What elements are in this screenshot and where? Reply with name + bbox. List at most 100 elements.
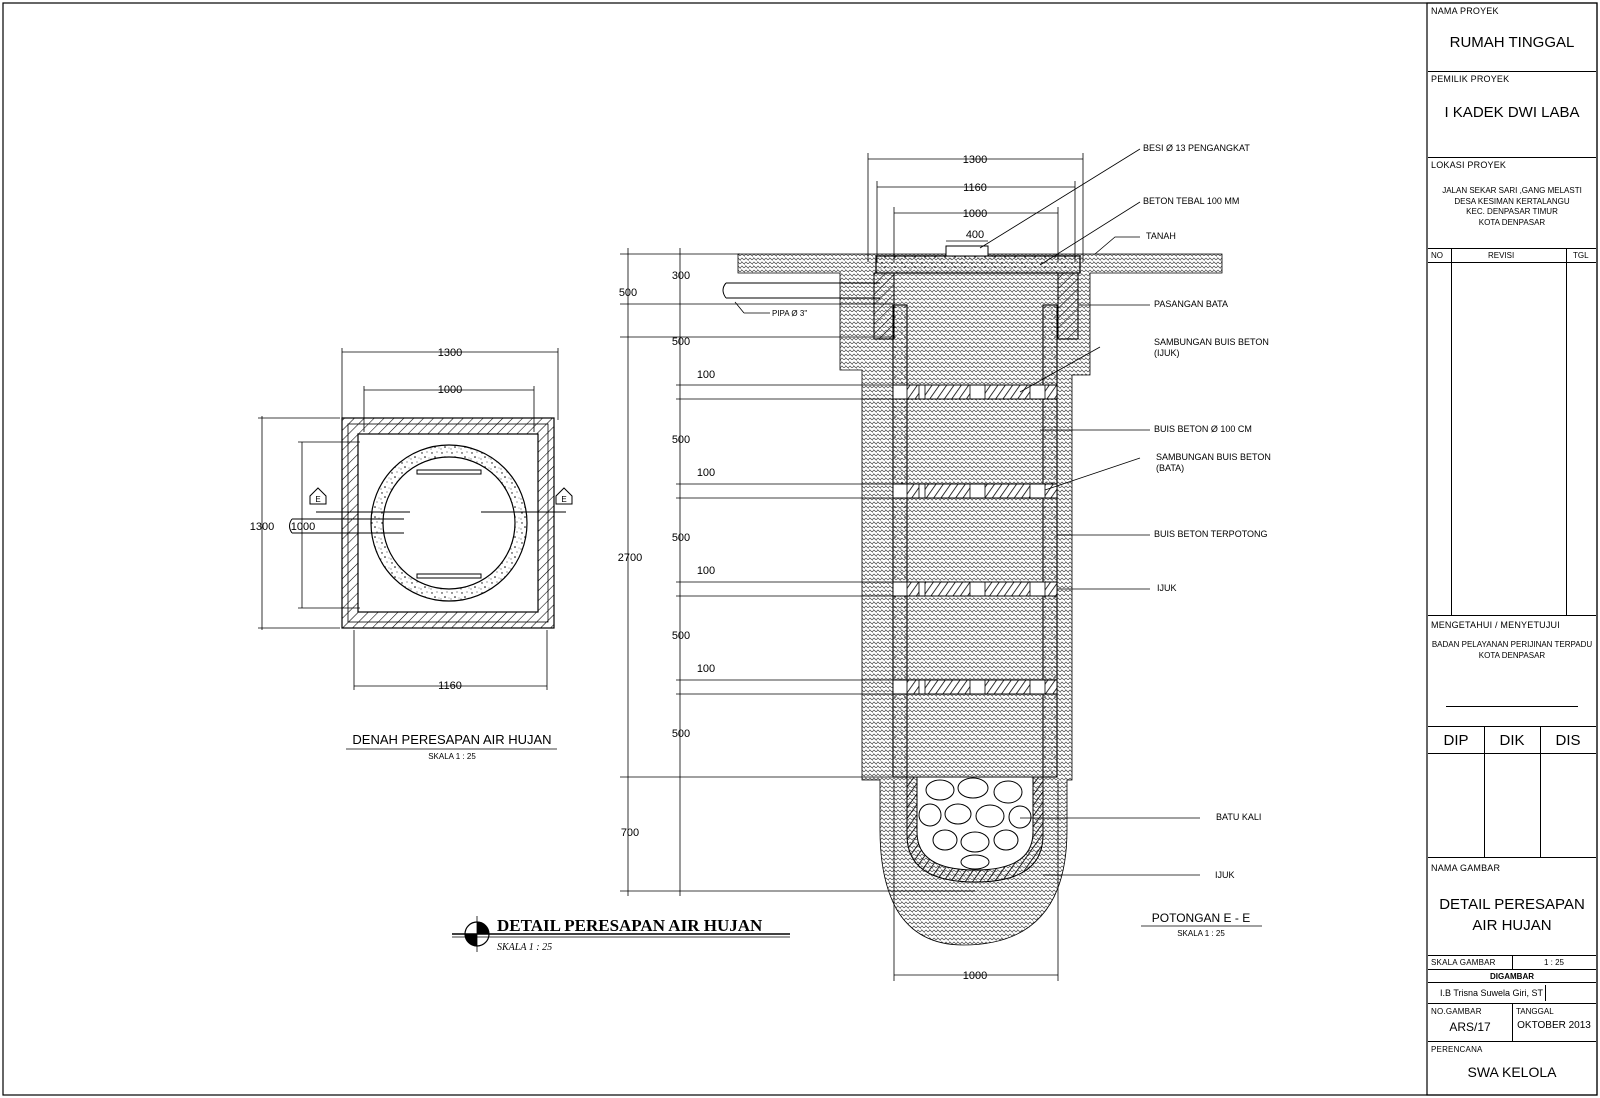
plan-dim-bottom-w: 1160 xyxy=(438,680,462,692)
ijuk-band xyxy=(924,384,971,400)
section-dim-total: 2700 xyxy=(618,552,642,564)
vertical-dim-label: 100 xyxy=(697,369,715,381)
mengetahui-label: MENGETAHUI / MENYETUJUI xyxy=(1431,620,1560,630)
vertical-dim-label: 500 xyxy=(672,336,690,348)
title-symbol xyxy=(452,916,790,952)
tanggal-label: TANGGAL xyxy=(1516,1007,1554,1016)
callout-label: SAMBUNGAN BUIS BETON xyxy=(1154,337,1269,347)
badan-line-1: BADAN PELAYANAN PERIJINAN TERPADU xyxy=(1431,640,1593,649)
vertical-dim-label: 500 xyxy=(672,434,690,446)
lokasi-label: LOKASI PROYEK xyxy=(1431,160,1507,170)
section-dim-1300: 1300 xyxy=(963,154,987,166)
callout-label: BUIS BETON TERPOTONG xyxy=(1154,529,1268,539)
section-scale: SKALA 1 : 25 xyxy=(1177,929,1225,938)
callout-label: SAMBUNGAN BUIS BETON xyxy=(1156,452,1271,462)
section-dim-bottom: 1000 xyxy=(963,970,987,982)
nama-gambar-label: NAMA GAMBAR xyxy=(1431,863,1501,873)
nama-proyek-section: NAMA PROYEK RUMAH TINGGAL xyxy=(1428,4,1596,71)
vertical-dim-label: 300 xyxy=(672,270,690,282)
digambar-label: DIGAMBAR xyxy=(1490,972,1534,981)
vertical-dim-label: 500 xyxy=(672,532,690,544)
pemilik-value: I KADEK DWI LABA xyxy=(1444,104,1580,121)
digambar-name-row: I.B Trisna Suwela Giri, ST xyxy=(1428,982,1596,1003)
vertical-dim-label: 100 xyxy=(697,467,715,479)
ijuk-band xyxy=(984,384,1031,400)
ijuk-band xyxy=(906,679,920,695)
section-dim-1000: 1000 xyxy=(963,208,987,220)
dik-label: DIK xyxy=(1499,732,1525,749)
rev-no-header: NO xyxy=(1431,251,1443,260)
vertical-dim-label: 500 xyxy=(619,287,637,299)
digambar-name: I.B Trisna Suwela Giri, ST xyxy=(1440,988,1544,998)
ijuk-band xyxy=(924,679,971,695)
callout-label: IJUK xyxy=(1215,870,1235,880)
lokasi-section: LOKASI PROYEK JALAN SEKAR SARI ,GANG MEL… xyxy=(1428,157,1596,248)
perencana-section: PERENCANA SWA KELOLA xyxy=(1428,1041,1596,1094)
callout-label: (BATA) xyxy=(1156,463,1184,473)
callout-label: BUIS BETON Ø 100 CM xyxy=(1154,424,1252,434)
callout-label: BETON TEBAL 100 MM xyxy=(1143,196,1239,206)
rev-revisi-header: REVISI xyxy=(1488,251,1515,260)
title-block: NAMA PROYEK RUMAH TINGGAL PEMILIK PROYEK… xyxy=(1428,4,1596,1094)
callout-label: TANAH xyxy=(1146,231,1176,241)
skala-row: SKALA GAMBAR 1 : 25 xyxy=(1428,955,1596,970)
nama-gambar-line-1: DETAIL PERESAPAN xyxy=(1439,896,1585,913)
main-scale: SKALA 1 : 25 xyxy=(497,942,552,953)
badan-line-2: KOTA DENPASAR xyxy=(1478,650,1546,660)
ijuk-band xyxy=(984,679,1031,695)
nama-proyek-value: RUMAH TINGGAL xyxy=(1449,34,1575,51)
plan-dim-inner-w: 1000 xyxy=(438,384,462,396)
revisi-table: NO REVISI TGL xyxy=(1428,248,1596,616)
nama-proyek-label: NAMA PROYEK xyxy=(1431,6,1499,16)
section-callouts: BESI Ø 13 PENGANGKAT BETON TEBAL 100 MM TA… xyxy=(1143,143,1271,880)
pemilik-label: PEMILIK PROYEK xyxy=(1431,74,1510,84)
ijuk-band xyxy=(906,581,920,597)
callout-label: BESI Ø 13 PENGANGKAT xyxy=(1143,143,1250,153)
plan-view xyxy=(258,348,573,690)
vertical-dim-label: 100 xyxy=(697,565,715,577)
callout-label: BATU KALI xyxy=(1216,812,1261,822)
ijuk-band xyxy=(924,483,971,499)
section-dim-400: 400 xyxy=(966,229,984,241)
pipe-label: PIPA Ø 3" xyxy=(772,309,807,318)
callout-label: (IJUK) xyxy=(1154,348,1180,358)
no-gambar-value: ARS/17 xyxy=(1449,1020,1491,1034)
ijuk-band xyxy=(1044,483,1058,499)
mengetahui-section: MENGETAHUI / MENYETUJUI BADAN PELAYANAN … xyxy=(1428,615,1596,726)
lokasi-line-3: KEC. DENPASAR TIMUR xyxy=(1466,207,1558,216)
digambar-row: DIGAMBAR xyxy=(1428,969,1596,982)
skala-value: 1 : 25 xyxy=(1543,958,1564,967)
plan-dim-pipe: 1000 xyxy=(291,521,315,533)
section-dim-1160: 1160 xyxy=(963,182,987,194)
dip-dik-dis-section: DIP DIK DIS xyxy=(1428,726,1596,858)
plan-dim-left-h: 1300 xyxy=(250,521,274,533)
nama-gambar-line-2: AIR HUJAN xyxy=(1472,917,1552,934)
pemilik-section: PEMILIK PROYEK I KADEK DWI LABA xyxy=(1428,71,1596,157)
ijuk-band xyxy=(906,384,920,400)
vertical-dim-label: 700 xyxy=(621,827,639,839)
main-title: DETAIL PERESAPAN AIR HUJAN xyxy=(497,916,763,935)
vertical-dim-label: 500 xyxy=(672,630,690,642)
callout-label: IJUK xyxy=(1157,583,1177,593)
ijuk-band xyxy=(984,483,1031,499)
signature-line xyxy=(1446,706,1578,707)
vertical-dim-label: 100 xyxy=(697,663,715,675)
rev-tgl-header: TGL xyxy=(1573,251,1589,260)
section-mark-left: E xyxy=(315,495,320,504)
ijuk-band xyxy=(906,483,920,499)
skala-label: SKALA GAMBAR xyxy=(1431,958,1496,967)
plan-scale: SKALA 1 : 25 xyxy=(428,752,476,761)
section-mark-right: E xyxy=(561,495,566,504)
plan-dim-outer-w: 1300 xyxy=(438,347,462,359)
nama-gambar-section: NAMA GAMBAR DETAIL PERESAPAN AIR HUJAN xyxy=(1428,857,1596,955)
ijuk-band xyxy=(1044,581,1058,597)
ijuk-band xyxy=(1044,384,1058,400)
ijuk-band xyxy=(1044,679,1058,695)
callout-label: PASANGAN BATA xyxy=(1154,299,1228,309)
plan-title: DENAH PERESAPAN AIR HUJAN xyxy=(352,732,551,747)
section-title: POTONGAN E - E xyxy=(1152,911,1250,925)
lokasi-line-1: JALAN SEKAR SARI ,GANG MELASTI xyxy=(1442,186,1582,195)
ijuk-band xyxy=(924,581,971,597)
